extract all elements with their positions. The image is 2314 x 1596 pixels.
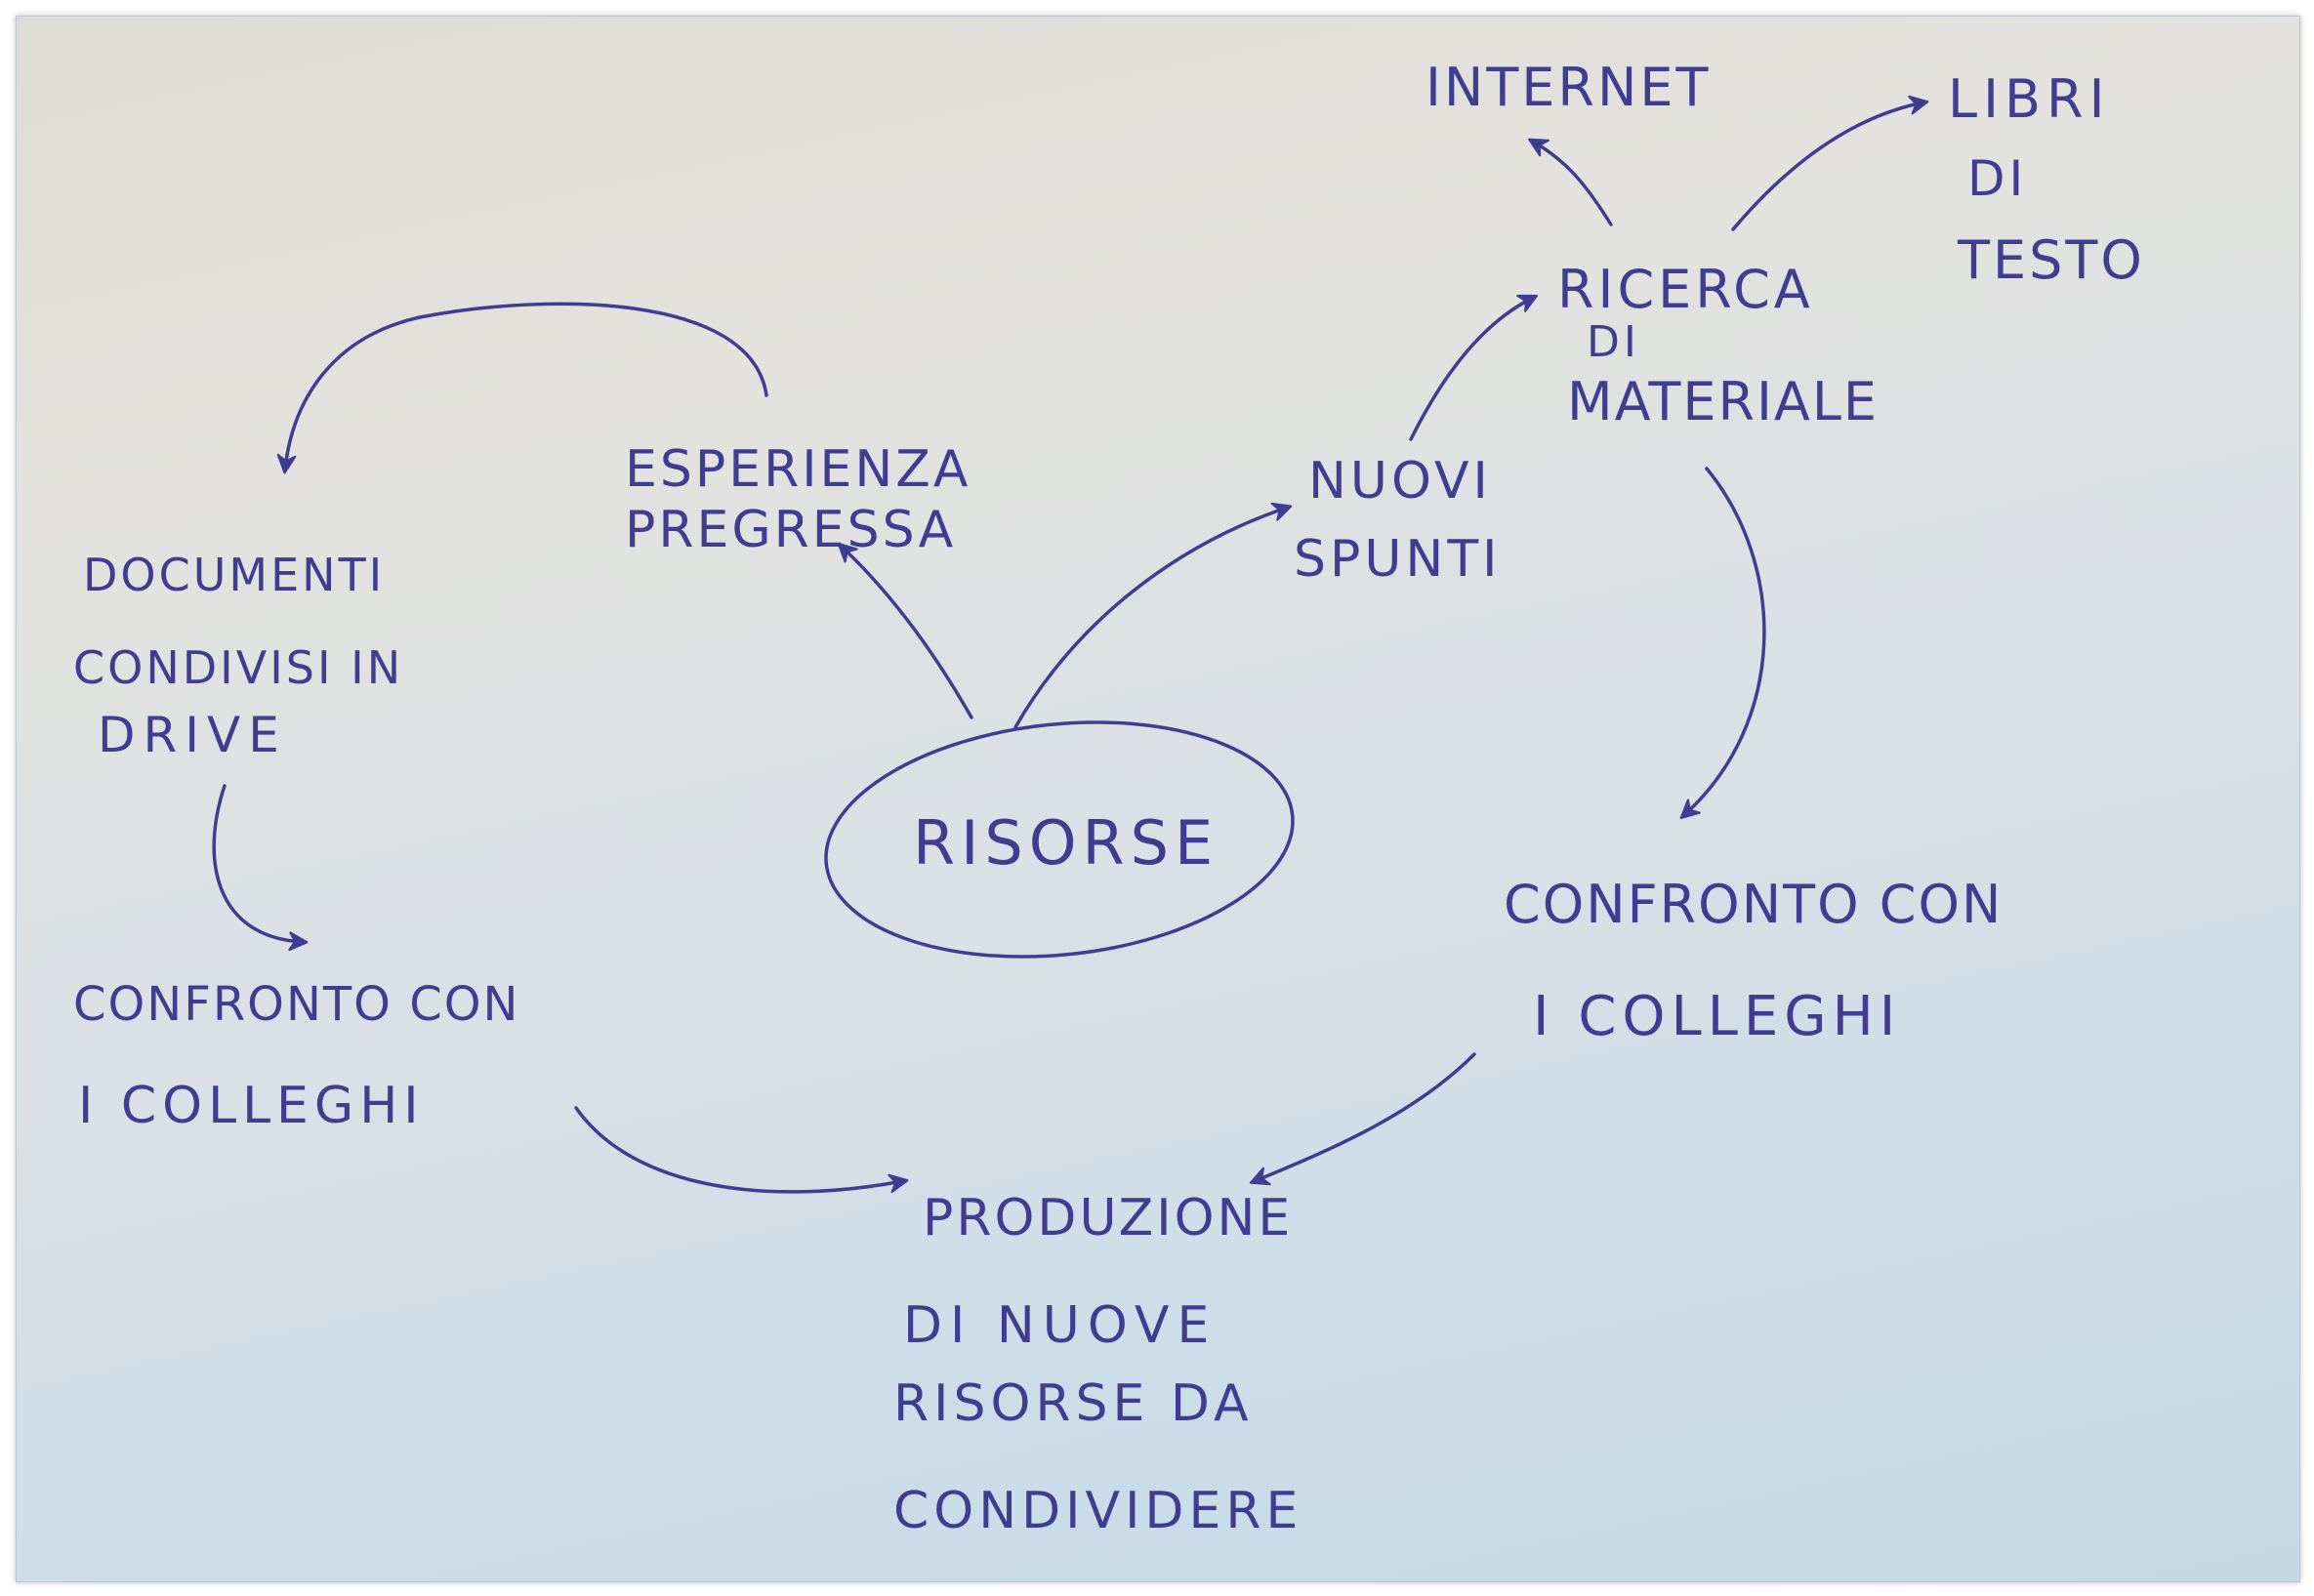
arrow-risorse-to-nuovi xyxy=(1013,502,1293,729)
node-libri-line2: DI xyxy=(1967,150,2027,207)
arrow-confronto-right-to-produzione xyxy=(1249,1052,1476,1186)
whiteboard-paper xyxy=(16,16,2300,1582)
arrow-risorse-to-esperienza xyxy=(837,542,973,719)
node-libri-line1: LIBRI xyxy=(1948,68,2111,130)
arrow-ricerca-to-libri xyxy=(1731,95,1929,231)
node-ricerca-line3: MATERIALE xyxy=(1567,371,1879,432)
node-nuovi-line2: SPUNTI xyxy=(1294,530,1501,589)
node-libri-line3: TESTO xyxy=(1957,229,2145,291)
node-produzione-line4: CONDIVIDERE xyxy=(893,1482,1302,1540)
node-confronto-left-line1: CONFRONTO CON xyxy=(73,977,519,1032)
arrow-documenti-to-confronto-left xyxy=(212,784,309,952)
node-produzione-line3: RISORSE DA xyxy=(893,1374,1254,1433)
node-documenti-line3: DRIVE xyxy=(98,707,287,763)
node-nuovi-line1: NUOVI xyxy=(1308,452,1492,511)
center-label: RISORSE xyxy=(913,807,1219,879)
center-ellipse xyxy=(824,720,1295,959)
arrow-ricerca-to-internet xyxy=(1528,138,1613,226)
node-documenti-line1: DOCUMENTI xyxy=(83,549,385,601)
node-produzione-line2: DI NUOVE xyxy=(903,1296,1217,1355)
node-confronto-right-line2: I COLLEGHI xyxy=(1533,985,1901,1048)
node-esperienza-line2: PREGRESSA xyxy=(625,501,956,559)
node-internet: INTERNET xyxy=(1426,57,1711,118)
node-confronto-left-line2: I COLLEGHI xyxy=(78,1077,425,1135)
arrow-confronto-left-to-produzione xyxy=(574,1106,909,1194)
node-ricerca-line1: RICERCA xyxy=(1557,259,1814,320)
node-esperienza-line1: ESPERIENZA xyxy=(625,440,971,499)
node-ricerca-line2: DI xyxy=(1587,317,1640,367)
node-produzione-line1: PRODUZIONE xyxy=(923,1189,1293,1248)
arrow-esperienza-to-documenti xyxy=(276,302,768,474)
arrow-nuovi-to-ricerca xyxy=(1409,294,1539,441)
node-confronto-right-line1: CONFRONTO CON xyxy=(1504,874,2003,935)
arrow-ricerca-to-confronto-right xyxy=(1679,467,1766,820)
node-documenti-line2: CONDIVISI IN xyxy=(73,641,403,694)
